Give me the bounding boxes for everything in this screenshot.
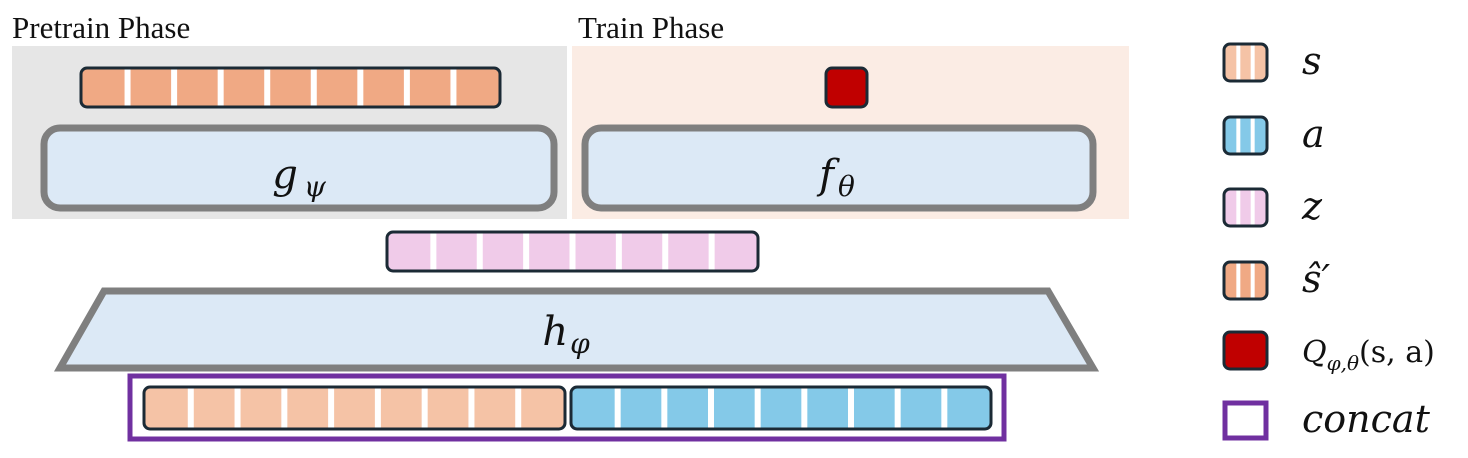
input-action-vector bbox=[569, 385, 993, 431]
legend-item-a: a bbox=[1222, 112, 1325, 156]
input-state-vector bbox=[142, 385, 567, 431]
legend-item-z: z bbox=[1222, 184, 1323, 228]
legend-swatch-s-hat-prime bbox=[1222, 260, 1269, 301]
pretrain-phase-title: Pretrain Phase bbox=[12, 10, 190, 45]
legend-item-s-hat-prime: ŝ′ bbox=[1222, 257, 1331, 301]
legend-swatch-concat bbox=[1222, 400, 1269, 441]
input-action-bar bbox=[569, 385, 993, 431]
legend-label-a: a bbox=[1302, 112, 1325, 156]
legend-item-concat: concat bbox=[1222, 397, 1431, 441]
q-value-output bbox=[824, 66, 869, 109]
legend-label-s: s bbox=[1302, 39, 1322, 83]
legend-swatch-z bbox=[1222, 187, 1269, 228]
predicted-next-state-vector bbox=[79, 66, 502, 109]
h-phi-label: hφ bbox=[542, 309, 590, 360]
h-phi-block bbox=[53, 287, 1100, 372]
legend-swatch-a bbox=[1222, 115, 1269, 156]
g-psi-block bbox=[40, 124, 558, 212]
latent-z-vector bbox=[385, 230, 760, 273]
legend: saz ŝ′ Qφ,θ(s, a) concat bbox=[1222, 39, 1435, 441]
legend-label-z: z bbox=[1301, 184, 1323, 228]
legend-label-concat: concat bbox=[1302, 397, 1431, 441]
input-state-bar bbox=[142, 385, 567, 431]
f-theta-block bbox=[581, 124, 1097, 212]
predicted-next-state-bar bbox=[79, 66, 502, 109]
legend-label-s-hat-prime: ŝ′ bbox=[1302, 257, 1331, 301]
legend-item-s: s bbox=[1222, 39, 1322, 83]
legend-item-q-value: Qφ,θ(s, a) bbox=[1222, 330, 1435, 375]
legend-label-q-value: Qφ,θ(s, a) bbox=[1302, 335, 1435, 375]
concat-frame bbox=[127, 373, 1007, 442]
train-phase-title: Train Phase bbox=[578, 10, 724, 45]
legend-swatch-s bbox=[1222, 42, 1269, 83]
legend-swatch-q-value bbox=[1222, 330, 1269, 371]
